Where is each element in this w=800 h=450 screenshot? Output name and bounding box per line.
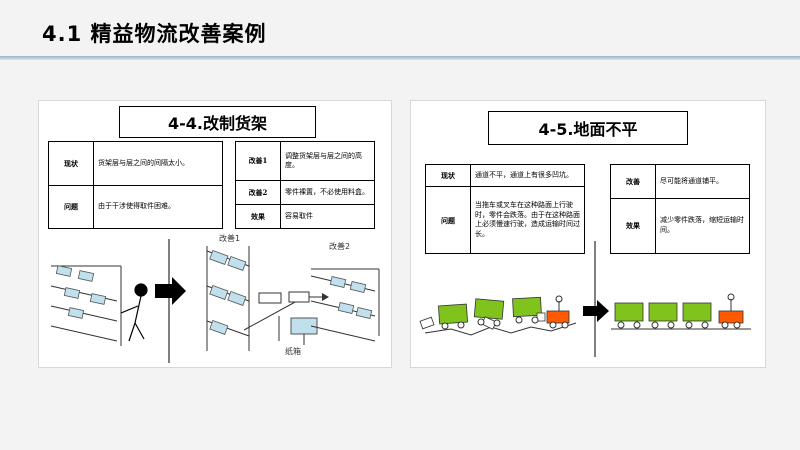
- title-underline: [0, 56, 800, 60]
- table-row: 改善1 调整货架层与层之间的高度。: [235, 140, 375, 182]
- arrow-icon: [583, 300, 609, 322]
- left-improve-table: 改善1 调整货架层与层之间的高度。 改善2 零件裸置，不必使用料盒。 效果 容易…: [235, 140, 375, 229]
- left-improve1-text: 调整货架层与层之间的高度。: [280, 140, 375, 182]
- right-effect-key: 效果: [610, 197, 656, 255]
- left-status-table: 现状 货架层与层之间的间隔太小。 问题 由于干涉使得取件困难。: [48, 141, 223, 229]
- before-shelf: [50, 265, 122, 346]
- left-effect-text: 容易取件: [280, 204, 375, 229]
- table-row: 现状 通道不平，通道上有很多凹坑。: [425, 163, 585, 188]
- label-box: 纸箱: [285, 347, 301, 356]
- table-row: 改善2 零件裸置，不必使用料盒。: [235, 180, 375, 206]
- label-improve2: 改善2: [329, 242, 351, 251]
- table-row: 改善 尽可能将通道铺平。: [610, 164, 750, 199]
- left-problem-key: 问题: [48, 184, 94, 229]
- left-improve1-key: 改善1: [235, 140, 281, 182]
- right-status-key: 现状: [425, 163, 471, 188]
- arrow-icon: [155, 277, 186, 305]
- left-improve2-key: 改善2: [235, 180, 281, 206]
- right-problem-key: 问题: [425, 186, 471, 254]
- table-row: 问题 当拖车或叉车在这种路面上行驶时，零件会跌落。由于在这种路面上必须慢速行驶，…: [425, 186, 585, 254]
- left-problem-text: 由于干涉使得取件困难。: [93, 184, 223, 229]
- right-case-panel: 4-5.地面不平 现状 通道不平，通道上有很多凹坑。 问题 当拖车或叉车在这种路…: [410, 100, 766, 368]
- left-effect-key: 效果: [235, 204, 281, 229]
- slide-title: 4.1 精益物流改善案例: [42, 22, 267, 46]
- worker-figure: [120, 283, 148, 342]
- right-effect-text: 减少零件跌落，缩短运输时间。: [655, 197, 750, 255]
- left-case-panel: 4-4.改制货架 现状 货架层与层之间的间隔太小。 问题 由于干涉使得取件困难。…: [38, 100, 392, 368]
- road-illustration: [419, 241, 751, 357]
- left-improve2-text: 零件裸置，不必使用料盒。: [280, 180, 375, 206]
- table-row: 问题 由于干涉使得取件困难。: [48, 184, 223, 229]
- shelf-illustration: [50, 239, 380, 363]
- left-case-heading: 4-4.改制货架: [119, 106, 316, 138]
- left-status-text: 货架层与层之间的间隔太小。: [93, 141, 223, 186]
- label-improve1: 改善1: [219, 234, 241, 243]
- right-problem-text: 当拖车或叉车在这种路面上行驶时，零件会跌落。由于在这种路面上必须慢速行驶，造成运…: [470, 186, 585, 254]
- before-carts: [419, 296, 570, 330]
- before-bins: [55, 265, 107, 319]
- right-improve-key: 改善: [610, 164, 656, 199]
- table-row: 效果 减少零件跌落，缩短运输时间。: [610, 197, 750, 255]
- right-case-heading: 4-5.地面不平: [488, 111, 688, 145]
- right-improve-text: 尽可能将通道铺平。: [655, 164, 750, 199]
- table-row: 现状 货架层与层之间的间隔太小。: [48, 141, 223, 186]
- right-improve-table: 改善 尽可能将通道铺平。 效果 减少零件跌落，缩短运输时间。: [610, 164, 750, 255]
- right-status-table: 现状 通道不平，通道上有很多凹坑。 问题 当拖车或叉车在这种路面上行驶时，零件会…: [425, 163, 585, 254]
- right-status-text: 通道不平，通道上有很多凹坑。: [470, 163, 585, 188]
- table-row: 效果 容易取件: [235, 204, 375, 229]
- left-status-key: 现状: [48, 141, 94, 186]
